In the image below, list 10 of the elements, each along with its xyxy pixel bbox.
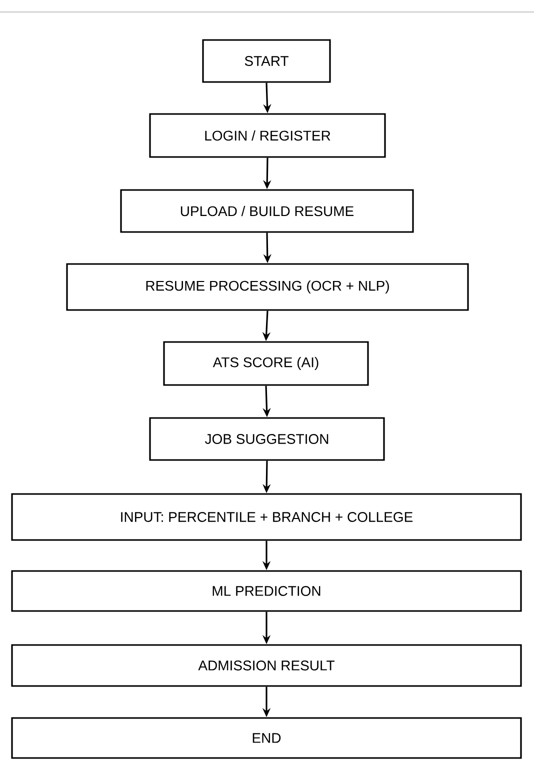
process-box: ADMISSION RESULT (11, 644, 522, 687)
process-box: UPLOAD / BUILD RESUME (120, 189, 414, 233)
process-box: START (202, 39, 331, 83)
process-box: ML PREDICTION (11, 570, 522, 612)
process-box: END (11, 717, 522, 759)
process-box: LOGIN / REGISTER (149, 113, 386, 158)
process-box: ATS SCORE (AI) (163, 341, 369, 386)
process-box: INPUT: PERCENTILE + BRANCH + COLLEGE (11, 493, 522, 541)
process-box: RESUME PROCESSING (OCR + NLP) (66, 263, 469, 311)
process-box: JOB SUGGESTION (149, 417, 385, 461)
